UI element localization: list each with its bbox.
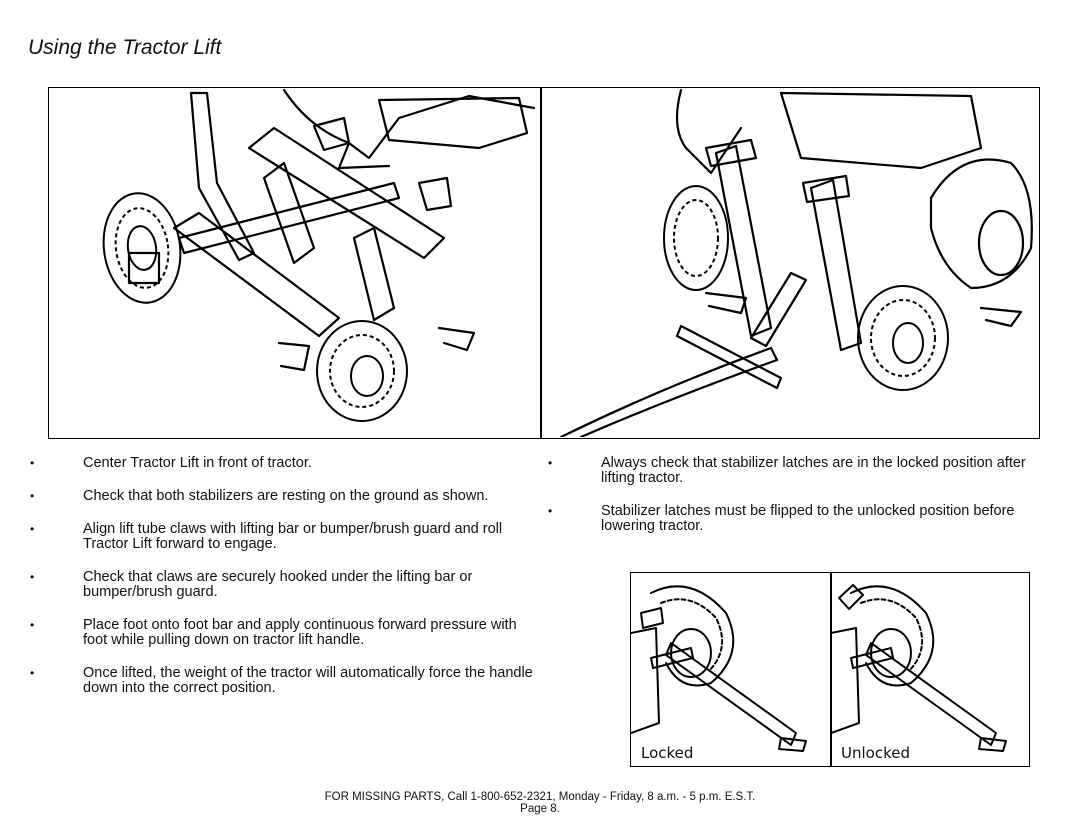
lift-positioned-illustration — [102, 88, 536, 422]
footer-contact: FOR MISSING PARTS, Call 1-800-652-2321, … — [324, 791, 756, 803]
page-number: Page 8. — [520, 803, 560, 815]
instruction-item: Align lift tube claws with lifting bar o… — [30, 522, 535, 552]
instruction-item: Center Tractor Lift in front of tractor. — [30, 456, 535, 472]
instruction-item: Check that claws are securely hooked und… — [30, 570, 535, 600]
lift-engaged-illustration — [559, 88, 1033, 437]
instruction-item: Place foot onto foot bar and apply conti… — [30, 618, 535, 648]
instruction-item: Stabilizer latches must be flipped to th… — [548, 504, 1043, 534]
page-title: Using the Tractor Lift — [28, 36, 222, 60]
instruction-item: Once lifted, the weight of the tractor w… — [30, 666, 535, 696]
instruction-item: Always check that stabilizer latches are… — [548, 456, 1043, 486]
latch-panel-divider — [830, 573, 832, 766]
locked-latch-illustration — [631, 585, 807, 752]
latch-instructions-list: Always check that stabilizer latches are… — [548, 456, 1043, 534]
locked-label: Locked — [641, 744, 694, 762]
unlocked-label: Unlocked — [841, 744, 910, 762]
tractor-lift-illustration — [48, 87, 1040, 439]
instruction-item: Check that both stabilizers are resting … — [30, 489, 535, 505]
panel-divider — [540, 88, 542, 438]
unlocked-latch-illustration — [831, 584, 1007, 752]
lift-instructions-list: Center Tractor Lift in front of tractor.… — [30, 456, 535, 696]
stabilizer-latch-illustration: Locked Unlocked — [630, 572, 1030, 767]
